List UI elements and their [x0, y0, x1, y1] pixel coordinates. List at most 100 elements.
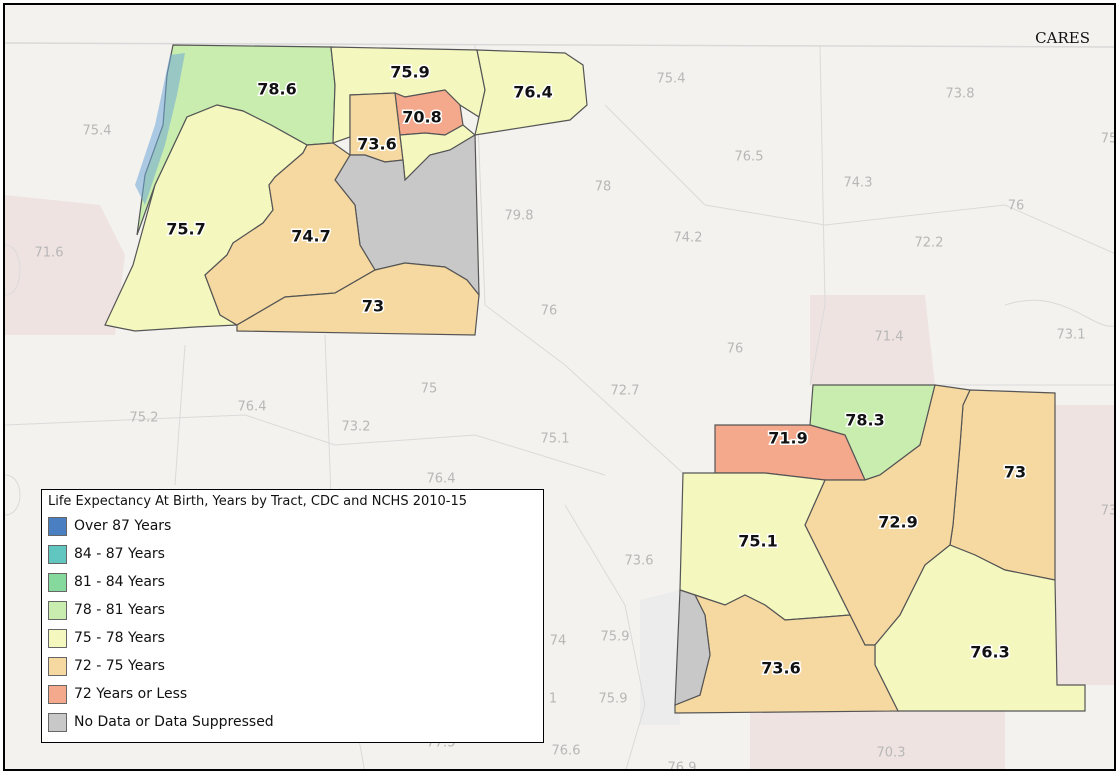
boundary-line	[474, 44, 686, 476]
tract-74-7[interactable]: 74.7	[204, 142, 376, 326]
legend-label: 84 - 87 Years	[74, 546, 165, 562]
legend-swatch	[48, 684, 67, 704]
bg-label: 75.2	[130, 411, 159, 426]
tract-label: 78.6	[257, 80, 296, 99]
bg-label: 76.5	[735, 150, 764, 165]
tract-label: 73	[1004, 463, 1026, 482]
tract-label: 76.4	[513, 83, 552, 102]
map-legend: Life Expectancy At Birth, Years by Tract…	[41, 489, 544, 743]
bg-label: 74.3	[844, 176, 873, 191]
background-region	[1055, 405, 1114, 685]
background-region	[5, 195, 125, 335]
bg-label: 74.2	[674, 231, 703, 246]
legend-swatch	[48, 628, 67, 648]
bg-label: 75.1	[541, 432, 570, 447]
bg-label: 78	[595, 180, 612, 195]
bg-label: 74	[550, 634, 567, 649]
bg-label: 70.3	[877, 746, 906, 761]
legend-label: 72 - 75 Years	[74, 658, 165, 674]
tract-no-data-south[interactable]	[674, 589, 711, 706]
legend-label: 81 - 84 Years	[74, 574, 165, 590]
bg-label: 75	[1101, 132, 1116, 147]
bg-label: 75.9	[599, 692, 628, 707]
legend-item: 78 - 81 Years	[48, 596, 537, 624]
legend-swatch	[48, 544, 67, 564]
tract-76-4[interactable]: 76.4	[474, 49, 588, 136]
boundary-line	[1004, 299, 1114, 327]
tract-label: 75.9	[390, 63, 429, 82]
tract-label: 75.7	[166, 220, 205, 239]
bg-label: 72.7	[611, 384, 640, 399]
boundary-line	[5, 474, 21, 516]
legend-swatch	[48, 656, 67, 676]
tract-75-7[interactable]: 75.7	[104, 104, 308, 332]
bg-label: 75.4	[657, 72, 686, 87]
river	[135, 53, 185, 205]
tract-label: 78.3	[845, 411, 884, 430]
legend-item: 72 Years or Less	[48, 680, 537, 708]
tract-label: 73.6	[357, 135, 396, 154]
bg-label: 72.2	[915, 236, 944, 251]
tract-label: 73	[362, 297, 384, 316]
bg-label: 76	[541, 304, 558, 319]
legend-swatch	[48, 572, 67, 592]
legend-label: Over 87 Years	[74, 518, 172, 534]
bg-label: 76	[1008, 199, 1025, 214]
legend-item: 75 - 78 Years	[48, 624, 537, 652]
bg-label: 76.4	[238, 400, 267, 415]
legend-swatch	[48, 600, 67, 620]
bg-label: 73.8	[946, 87, 975, 102]
bg-label: 73.6	[625, 554, 654, 569]
bg-label: 79.8	[505, 209, 534, 224]
boundary-line	[564, 504, 646, 769]
legend-item: No Data or Data Suppressed	[48, 708, 537, 736]
map-frame: 78.6 75.9 76.4 70.8 73.6 75.7	[3, 3, 1116, 771]
road	[5, 42, 1114, 48]
legend-label: 75 - 78 Years	[74, 630, 165, 646]
bg-label: 73.2	[342, 420, 371, 435]
bg-label: 71.6	[35, 246, 64, 261]
bg-label: 71.4	[875, 330, 904, 345]
bg-label: 73.1	[1057, 328, 1086, 343]
legend-title: Life Expectancy At Birth, Years by Tract…	[48, 494, 468, 509]
boundary-line	[5, 244, 21, 296]
bg-label: 76	[727, 342, 744, 357]
tract-72-9[interactable]: 72.9	[804, 384, 971, 646]
legend-item: 81 - 84 Years	[48, 568, 537, 596]
bg-label: 75.4	[83, 124, 112, 139]
legend-item: 72 - 75 Years	[48, 652, 537, 680]
bg-label: 76.4	[427, 472, 456, 487]
bg-label: 73	[1101, 504, 1116, 519]
legend-label: 72 Years or Less	[74, 686, 188, 702]
boundary-line	[604, 104, 1114, 254]
background-labels: 75.4 75.4 73.8 75 78 76.5 74.3 76 79.8 7…	[35, 72, 1116, 772]
bg-label: 75.9	[601, 630, 630, 645]
boundary-line	[5, 414, 606, 476]
choropleth-map[interactable]: 78.6 75.9 76.4 70.8 73.6 75.7	[5, 5, 1116, 771]
tract-label: 75.1	[738, 532, 777, 551]
map-credit: CARES	[1035, 29, 1090, 47]
legend-label: 78 - 81 Years	[74, 602, 165, 618]
tract-73-north[interactable]: 73	[236, 262, 480, 336]
background-region	[640, 590, 680, 725]
tract-71-9[interactable]: 71.9	[714, 424, 866, 481]
boundary-line	[809, 44, 826, 386]
bg-label: 76.9	[668, 761, 697, 772]
legend-label: No Data or Data Suppressed	[74, 714, 274, 730]
bg-label: 75	[421, 382, 438, 397]
tract-label: 71.9	[768, 429, 807, 448]
legend-item: 84 - 87 Years	[48, 540, 537, 568]
tract-label: 72.9	[878, 513, 917, 532]
tract-73-6-south[interactable]: 73.6	[674, 593, 899, 714]
bg-label: 76.6	[552, 744, 581, 759]
legend-item: Over 87 Years	[48, 512, 537, 540]
tract-label: 74.7	[291, 227, 330, 246]
boundary-line	[174, 344, 186, 486]
background-region	[810, 295, 935, 385]
tract-76-3[interactable]: 76.3	[874, 544, 1086, 712]
tract-label: 70.8	[402, 108, 441, 127]
tract-73-6-north[interactable]: 73.6	[349, 92, 404, 163]
background-region	[750, 695, 1005, 769]
legend-items: Over 87 Years 84 - 87 Years 81 - 84 Year…	[48, 512, 537, 736]
tract-label: 73.6	[761, 659, 800, 678]
